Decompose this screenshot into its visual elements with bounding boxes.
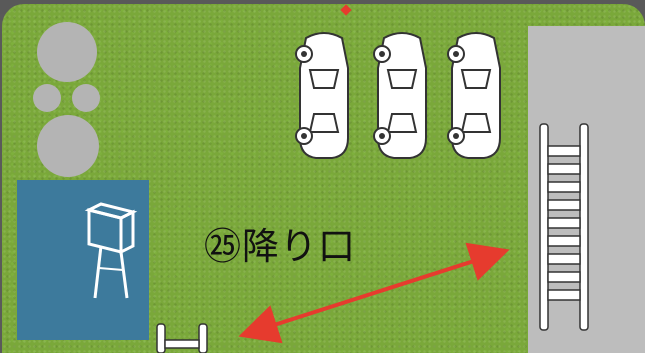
circle-large-bottom xyxy=(37,115,99,177)
ladder-icon xyxy=(539,123,589,331)
car-icon xyxy=(447,32,501,159)
car-icon xyxy=(295,32,349,159)
car-icon xyxy=(373,32,427,159)
kiosk-icon xyxy=(84,202,138,299)
circle-small-right xyxy=(72,84,100,112)
building xyxy=(17,180,149,340)
ladder-icon xyxy=(156,323,208,353)
circle-small-left xyxy=(33,84,61,112)
circle-large-top xyxy=(37,22,97,82)
